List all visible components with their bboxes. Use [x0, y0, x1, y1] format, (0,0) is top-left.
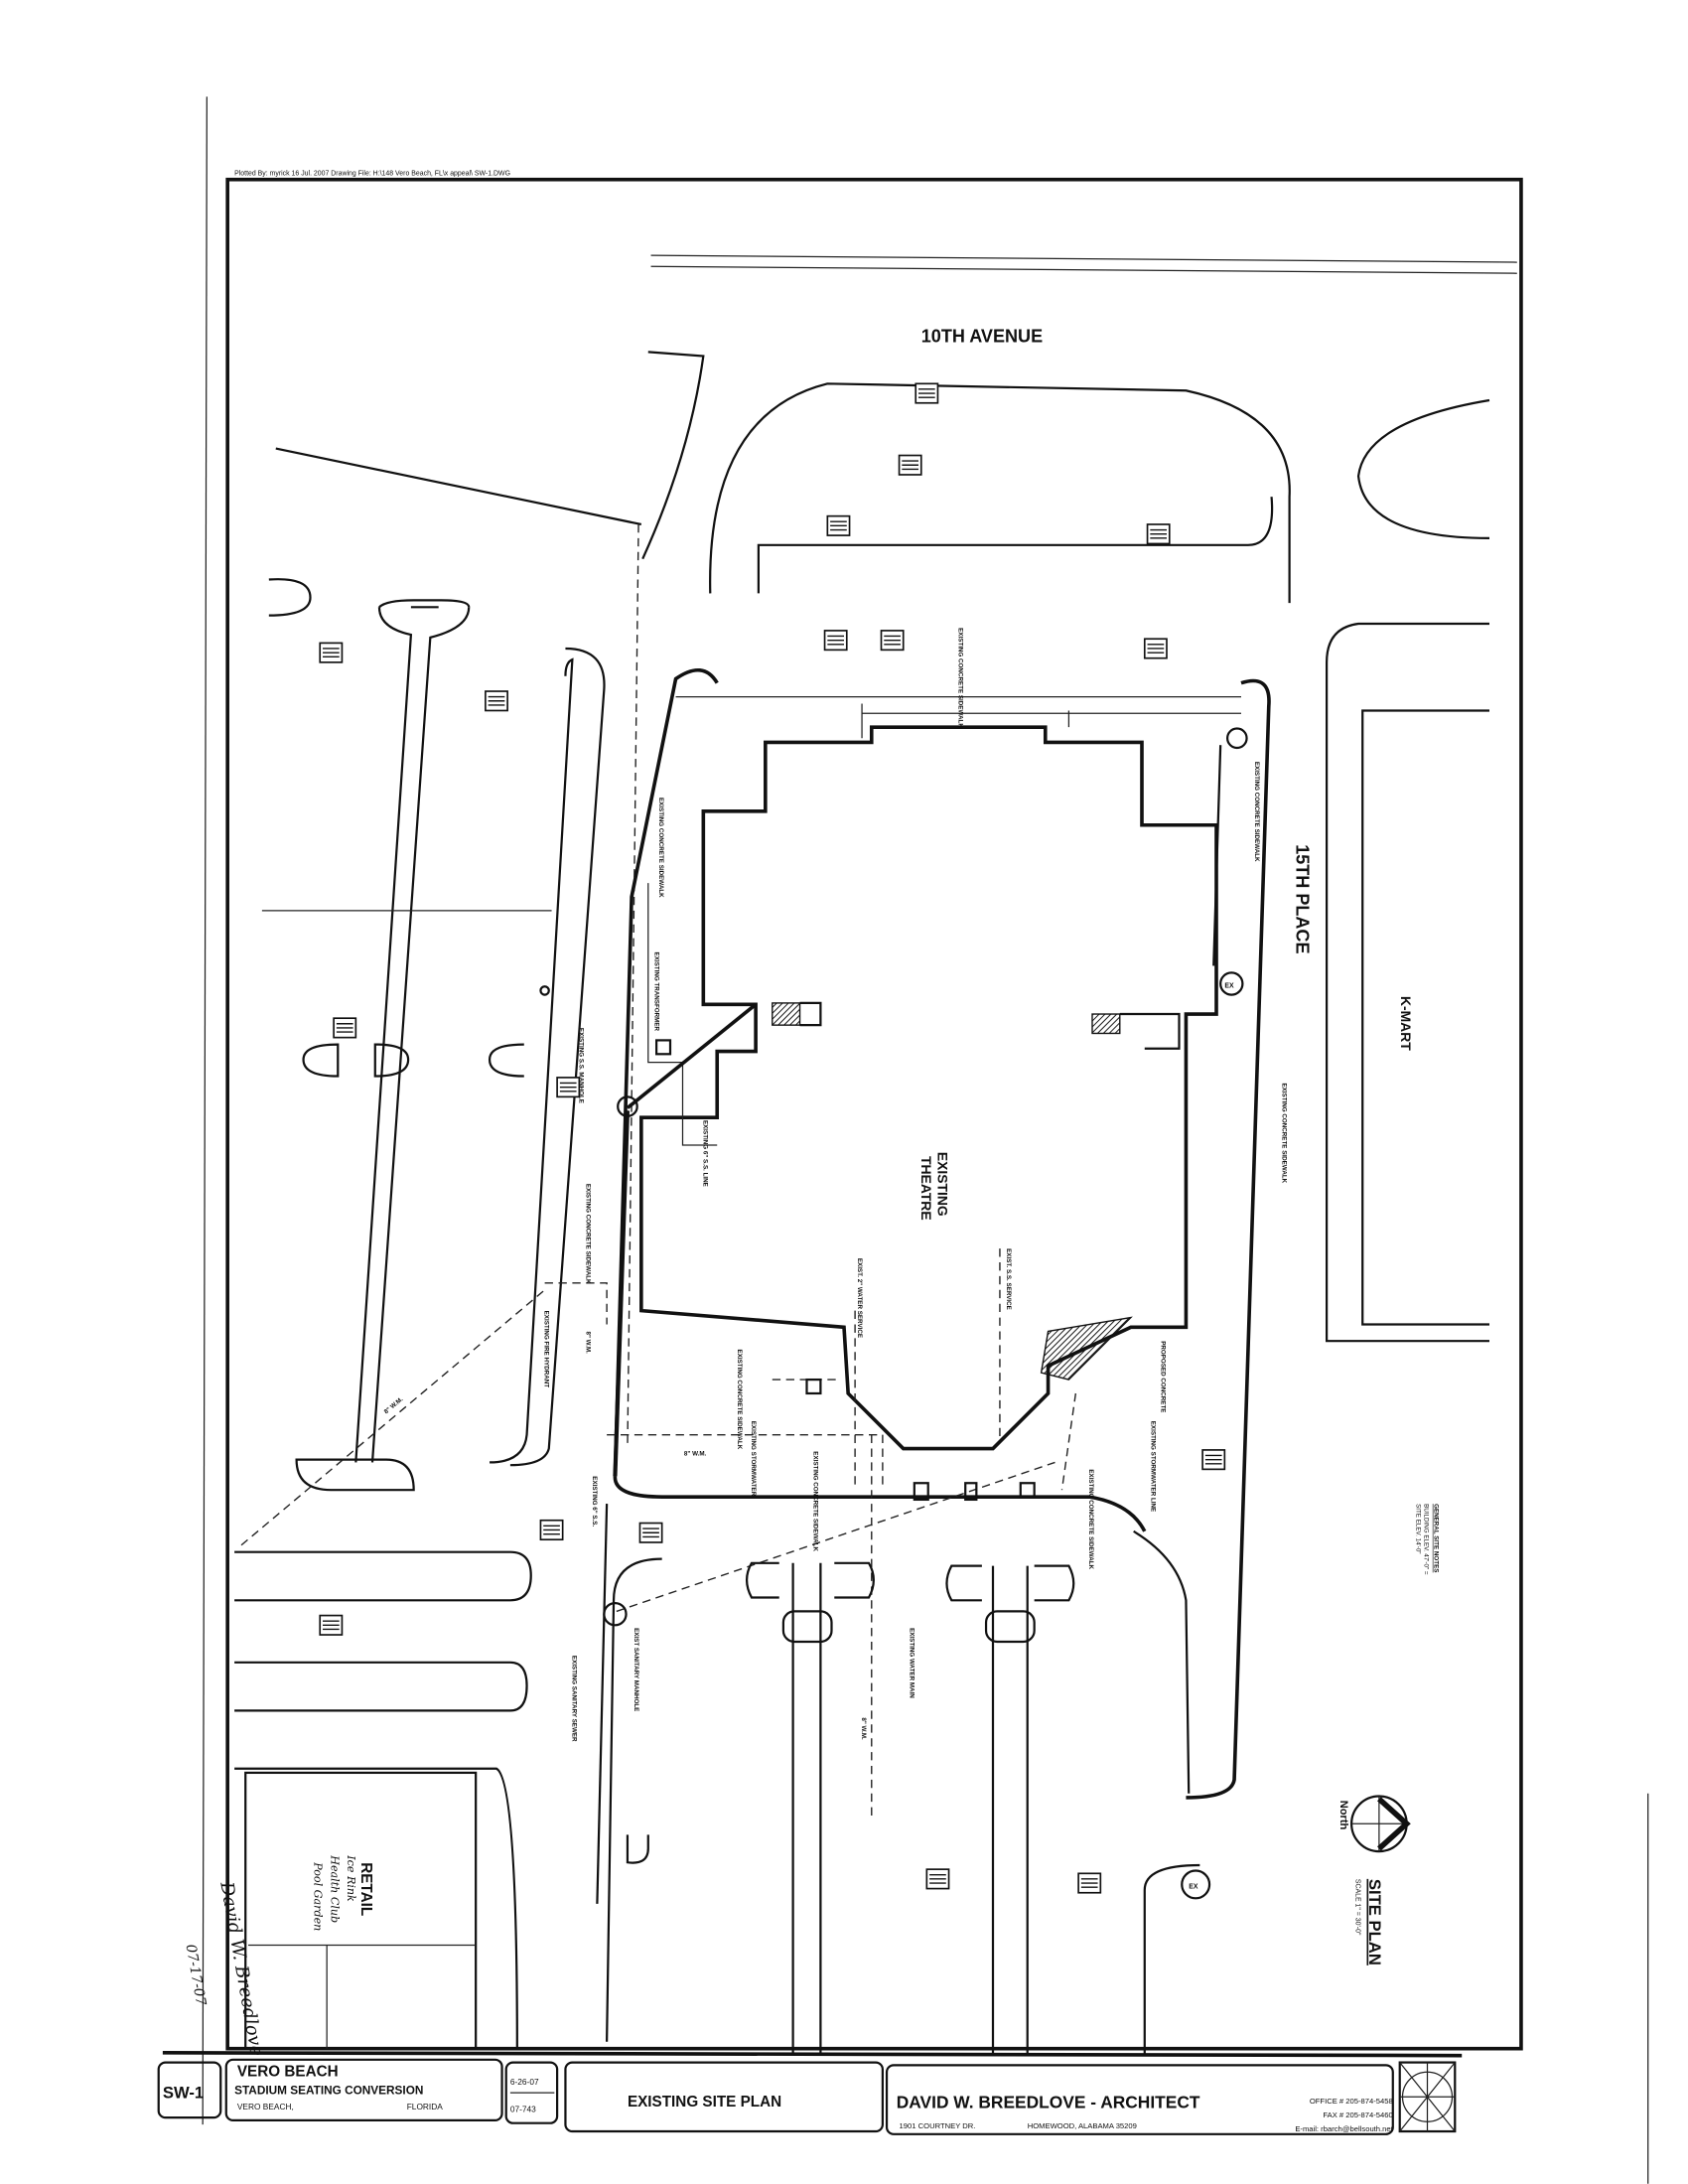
street-label-10th-avenue: 10TH AVENUE: [921, 327, 1043, 347]
sheet-title: EXISTING SITE PLAN: [628, 2094, 781, 2111]
manhole: [1226, 727, 1248, 750]
fax-number: FAX # 205-874-5460: [1323, 2111, 1392, 2119]
proposed-concrete-area: [1040, 1316, 1133, 1381]
manhole: [603, 1601, 628, 1627]
west-parking-islands: [261, 599, 606, 1492]
label-ss-service: EXIST. S.S. SERVICE: [1005, 1248, 1012, 1310]
sheet-border: [225, 177, 1523, 2051]
label-sidewalk: EXISTING CONCRETE SIDEWALK: [811, 1451, 818, 1551]
email: E-mail: rbarch@bellsouth.net: [1295, 2124, 1393, 2133]
general-site-notes: GENERAL SITE NOTES BUILDING ELEV. 47'-0"…: [1414, 1504, 1439, 1575]
signature: David W. Breedlove: [215, 1879, 267, 2058]
road-line: [650, 254, 1517, 263]
label-water-service: EXIST. 2" WATER SERVICE: [856, 1258, 863, 1338]
job-number: 07-743: [510, 2105, 536, 2114]
title-block: SW-1 VERO BEACH STADIUM SEATING CONVERSI…: [157, 2051, 1463, 2135]
tenant-label-kmart: K-MART: [1398, 996, 1414, 1051]
light-poles: [319, 382, 1226, 1894]
retail-note: Health Club: [328, 1854, 341, 1923]
svg-text:SITE ELEV. 14'-0": SITE ELEV. 14'-0": [1414, 1504, 1421, 1553]
building-label: EXISTING: [934, 1152, 950, 1217]
office-phone: OFFICE # 205-874-5458: [1310, 2097, 1393, 2106]
label-sanitary-sewer: EXISTING SANITARY SEWER: [570, 1656, 577, 1742]
street-label-15th-place: 15TH PLACE: [1293, 844, 1313, 953]
project-subtitle: STADIUM SEATING CONVERSION: [234, 2084, 423, 2098]
east-curbs: [1133, 622, 1489, 1800]
architect-name: DAVID W. BREEDLOVE - ARCHITECT: [897, 2092, 1200, 2111]
annotation-labels: EXISTING CONCRETE SIDEWALK EXISTING CONC…: [383, 628, 1288, 1742]
svg-text:EX: EX: [1189, 1884, 1198, 1891]
north-parking-curbs: [268, 351, 1490, 1449]
building-label: THEATRE: [918, 1156, 934, 1221]
south-parking-islands: [745, 1561, 1200, 2056]
retail-label: RETAIL: [357, 1862, 374, 1916]
retail-building: [244, 1771, 478, 2050]
svg-text:GENERAL SITE NOTES: GENERAL SITE NOTES: [1432, 1504, 1439, 1572]
label-proposed-concrete: PROPOSED CONCRETE: [1159, 1341, 1166, 1412]
label-sidewalk: EXISTING CONCRETE SIDEWALK: [657, 798, 664, 898]
label-sidewalk: EXISTING CONCRETE SIDEWALK: [736, 1350, 743, 1450]
label-wm: 8" W.M.: [684, 1450, 707, 1457]
label-wm: 8" W.M.: [860, 1717, 867, 1740]
site-plan-title: SITE PLAN: [1365, 1879, 1384, 1966]
project-state: FLORIDA: [407, 2102, 444, 2111]
manhole: [617, 1095, 638, 1117]
north-arrow-icon: [1350, 1795, 1411, 1853]
retail-note: Pool Garden: [312, 1861, 325, 1931]
scale-label: SCALE 1" = 30'-0": [1353, 1879, 1360, 1936]
svg-text:BUILDING ELEV. 47'-0" =: BUILDING ELEV. 47'-0" =: [1423, 1504, 1430, 1575]
project-name: VERO BEACH: [237, 2063, 339, 2080]
label-ss-manhole: EXISTING S.S. MANHOLE: [577, 1028, 584, 1103]
west-drive-curbs: [234, 668, 1147, 2049]
sheet-number: SW-1: [163, 2084, 204, 2103]
svg-text:EX: EX: [1224, 983, 1234, 990]
stair: [1091, 1013, 1121, 1035]
north-label: North: [1337, 1801, 1349, 1830]
architect-city: HOMEWOOD, ALABAMA 35209: [1028, 2121, 1137, 2130]
label-stormwater: EXISTING STORMWATER: [750, 1421, 757, 1497]
label-sidewalk: EXISTING CONCRETE SIDEWALK: [1281, 1083, 1288, 1183]
manhole-ex: EX: [1219, 971, 1244, 996]
label-sidewalk: EXISTING CONCRETE SIDEWALK: [584, 1184, 591, 1284]
label-ss-line: EXISTING 6" S.S. LINE: [701, 1120, 708, 1187]
signature-date: 07-17-07: [183, 1943, 210, 2006]
retail-note: Ice Rink: [345, 1854, 357, 1902]
label-sanitary-manhole: EXIST SANITARY MANHOLE: [633, 1628, 639, 1711]
label-fire-hydrant: EXISTING FIRE HYDRANT: [543, 1311, 550, 1388]
label-wm: 8" W.M.: [584, 1331, 591, 1354]
architect-address: 1901 COURTNEY DR.: [900, 2121, 976, 2130]
label-ss: EXISTING 6" S.S.: [591, 1476, 598, 1527]
project-city: VERO BEACH,: [237, 2102, 294, 2111]
scan-edge-line: [202, 96, 208, 2125]
road-line: [650, 265, 1517, 274]
manhole-ex: EX: [1181, 1869, 1211, 1900]
existing-theatre-building: [639, 725, 1218, 1451]
stair: [772, 1002, 801, 1026]
label-water-main: EXISTING WATER MAIN: [909, 1628, 915, 1698]
label-sidewalk: EXISTING CONCRETE SIDEWALK: [956, 628, 963, 728]
utility-lines: [240, 1002, 1077, 1821]
drawing-date: 6-26-07: [510, 2077, 539, 2087]
label-sidewalk: EXISTING CONCRETE SIDEWALK: [1253, 762, 1260, 862]
label-stormwater-line: EXISTING STORMWATER LINE: [1150, 1421, 1157, 1512]
plot-info: Plotted By: myrick 16 Jul. 2007 Drawing …: [234, 171, 510, 178]
label-transformer: EXISTING TRANSFORMER: [653, 952, 660, 1032]
label-wm: 8" W.M.: [383, 1395, 405, 1415]
label-sidewalk: EXISTING CONCRETE SIDEWALK: [1087, 1469, 1094, 1569]
